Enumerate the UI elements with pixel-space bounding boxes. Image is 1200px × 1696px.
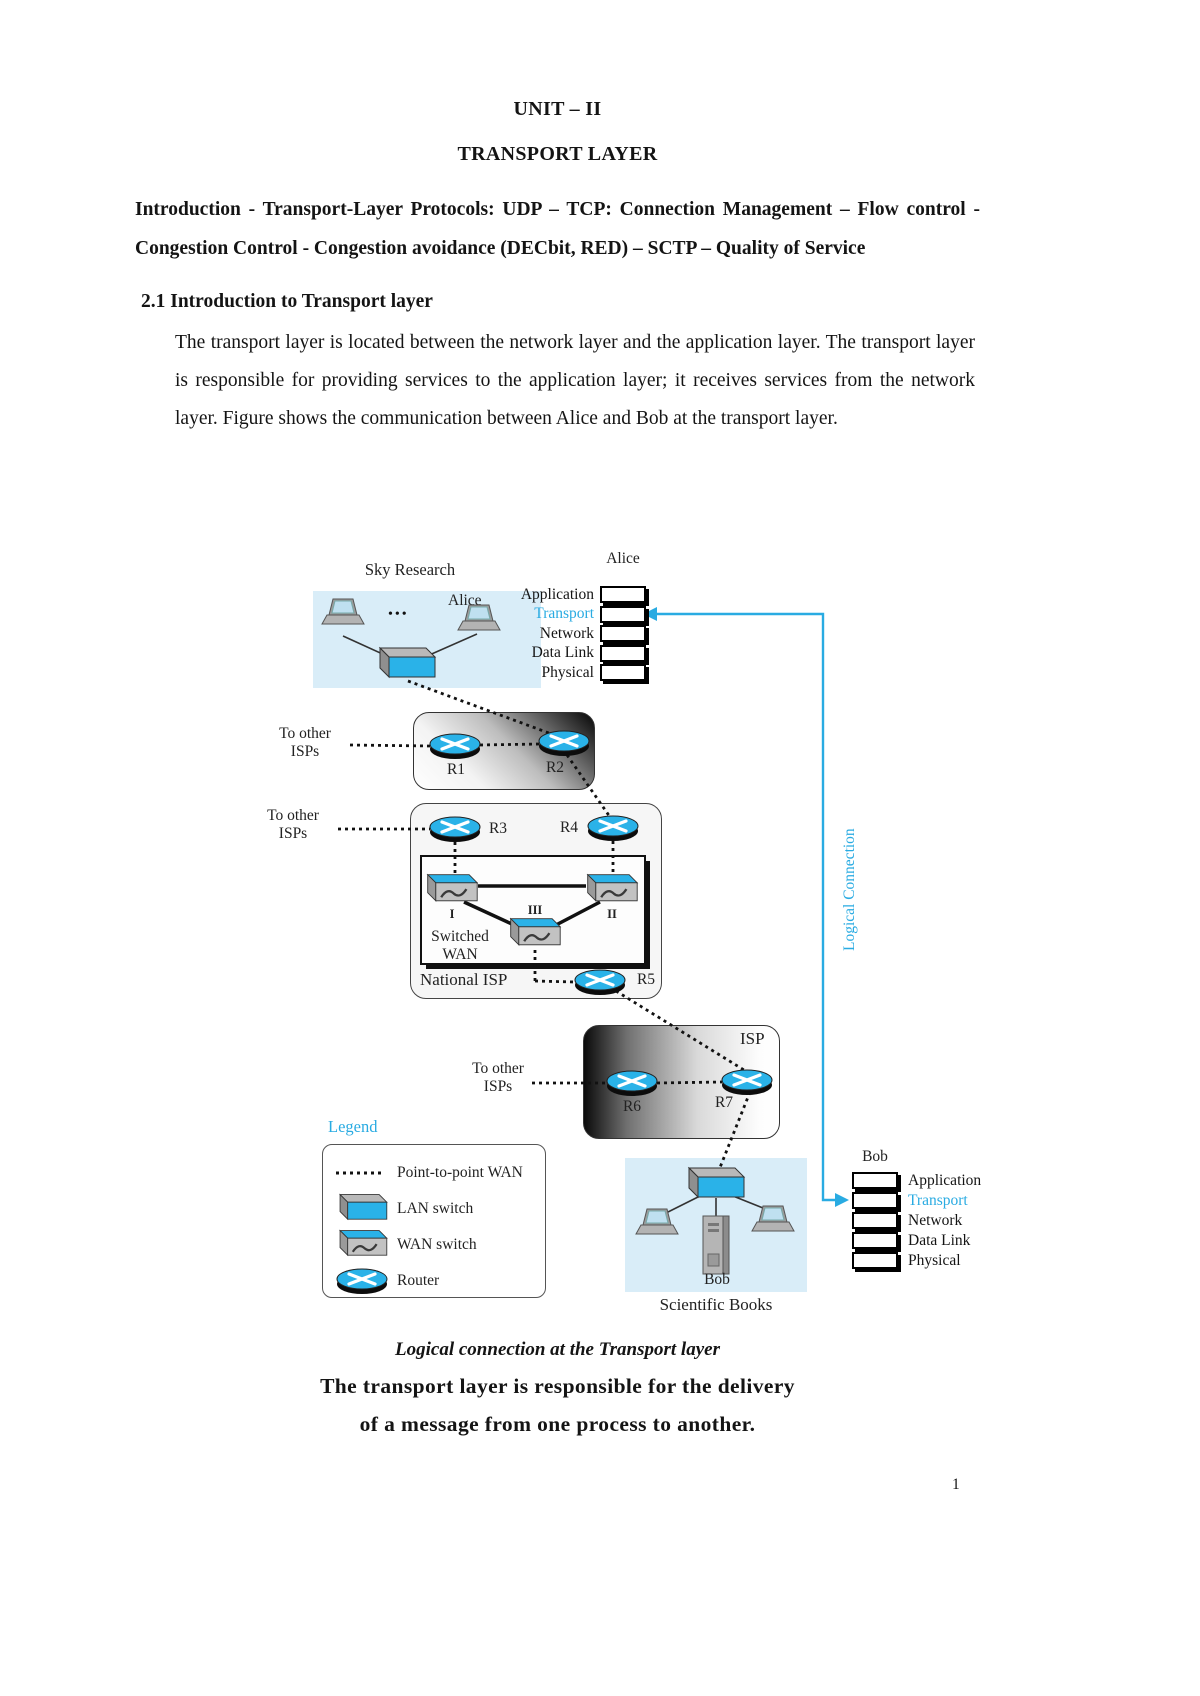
stack-layer-physical: Physical	[852, 1252, 981, 1269]
layer-box	[852, 1212, 898, 1229]
router-r6-icon	[605, 1068, 659, 1103]
alice-protocol-stack: Application Transport Network Data Link …	[478, 586, 646, 684]
key-statement-line1: The transport layer is responsible for t…	[320, 1374, 795, 1398]
router-r1-label: R1	[446, 761, 466, 778]
stack-layer-application: Application	[478, 586, 646, 603]
logical-connection-line	[643, 607, 849, 1207]
wan-switch-2-icon	[583, 872, 641, 913]
document-content: UNIT – II TRANSPORT LAYER Introduction -…	[135, 98, 980, 458]
stack-layer-network: Network	[852, 1212, 981, 1229]
router-r3-icon	[428, 814, 482, 849]
chapter-title: TRANSPORT LAYER	[457, 143, 658, 165]
more-hosts-dots: •••	[388, 607, 409, 622]
legend-item-router: Router	[335, 1263, 533, 1299]
layer-box	[852, 1252, 898, 1269]
unit-title: UNIT – II	[513, 98, 602, 120]
figure-caption: Logical connection at the Transport laye…	[395, 1339, 720, 1360]
legend-item-label: Router	[397, 1272, 440, 1289]
layer-box	[852, 1232, 898, 1249]
laptop-icon	[320, 598, 366, 641]
router-r2-icon	[537, 728, 591, 763]
switched-wan-box	[420, 855, 646, 965]
wan-switch-3-label: III	[527, 903, 543, 917]
stack-layer-physical: Physical	[478, 664, 646, 681]
router-r7-label: R7	[714, 1094, 734, 1111]
layer-box	[600, 625, 646, 642]
router-r4-icon	[586, 813, 640, 848]
legend-item-label: LAN switch	[397, 1200, 474, 1217]
layer-box	[852, 1172, 898, 1189]
stack-layer-network: Network	[478, 625, 646, 642]
to-other-isps-label: To other ISPs	[267, 807, 319, 842]
wan-switch-3-icon	[506, 916, 564, 957]
legend-title: Legend	[328, 1117, 378, 1136]
router-r7-icon	[720, 1067, 774, 1102]
legend-item-lan-switch: LAN switch	[335, 1191, 533, 1227]
layer-box	[600, 644, 646, 662]
wan-switch-icon	[335, 1228, 397, 1262]
sky-research-title: Sky Research	[364, 560, 456, 579]
national-isp-label: National ISP	[420, 970, 508, 989]
server-tower-icon	[699, 1214, 733, 1281]
router-r1-icon	[428, 731, 482, 766]
page-number: 1	[952, 1476, 960, 1493]
key-statement-line2: of a message from one process to another…	[359, 1412, 756, 1436]
wan-switch-1-label: I	[449, 907, 455, 921]
stack-layer-datalink: Data Link	[852, 1232, 981, 1249]
router-r5-icon	[573, 967, 627, 1002]
alice-stack-title: Alice	[606, 550, 640, 567]
stack-layer-transport: Transport	[478, 605, 646, 623]
section-heading: 2.1 Introduction to Transport layer	[141, 291, 980, 313]
scientific-books-title: Scientific Books	[659, 1295, 773, 1314]
laptop-icon	[456, 604, 502, 647]
section-title: Introduction to Transport layer	[170, 291, 433, 312]
router-r5-label: R5	[636, 971, 656, 988]
laptop-icon	[750, 1205, 796, 1248]
router-r2-label: R2	[545, 759, 565, 776]
legend-item-p2p-wan: Point-to-point WAN	[335, 1155, 533, 1191]
isp-label: ISP	[740, 1029, 765, 1048]
layer-box	[852, 1192, 898, 1209]
wan-switch-2-label: II	[607, 907, 617, 921]
stack-layer-application: Application	[852, 1172, 981, 1189]
bob-protocol-stack: Application Transport Network Data Link …	[852, 1172, 981, 1272]
point-to-point-wan-icon	[335, 1169, 397, 1177]
laptop-icon	[634, 1208, 680, 1251]
to-other-isps-label: To other ISPs	[279, 725, 331, 760]
lan-switch-icon	[375, 645, 439, 690]
bob-stack-title: Bob	[862, 1148, 888, 1165]
to-other-isps-label: To other ISPs	[472, 1060, 524, 1095]
section-number: 2.1	[141, 291, 166, 312]
router-r6-label: R6	[622, 1098, 642, 1115]
bob-host-label: Bob	[704, 1271, 730, 1288]
legend-item-label: WAN switch	[397, 1236, 477, 1253]
router-icon	[335, 1266, 397, 1296]
layer-box	[600, 586, 646, 603]
legend-item-label: Point-to-point WAN	[397, 1164, 523, 1181]
wan-switch-1-icon	[423, 872, 481, 913]
intro-paragraph: The transport layer is located between t…	[175, 332, 975, 429]
legend-box: Point-to-point WAN LAN switch WAN switch…	[322, 1144, 546, 1298]
switched-wan-label: Switched WAN	[431, 928, 489, 963]
stack-layer-transport: Transport	[852, 1192, 981, 1209]
router-r3-label: R3	[488, 820, 508, 837]
legend-item-wan-switch: WAN switch	[335, 1227, 533, 1263]
logical-connection-label: Logical Connection	[841, 828, 858, 952]
lan-switch-icon	[684, 1165, 748, 1210]
stack-layer-datalink: Data Link	[478, 644, 646, 662]
router-r4-label: R4	[559, 819, 579, 836]
layer-box	[600, 605, 646, 623]
lan-switch-icon	[335, 1192, 397, 1226]
syllabus-paragraph: Introduction - Transport-Layer Protocols…	[135, 199, 980, 259]
layer-box	[600, 664, 646, 681]
